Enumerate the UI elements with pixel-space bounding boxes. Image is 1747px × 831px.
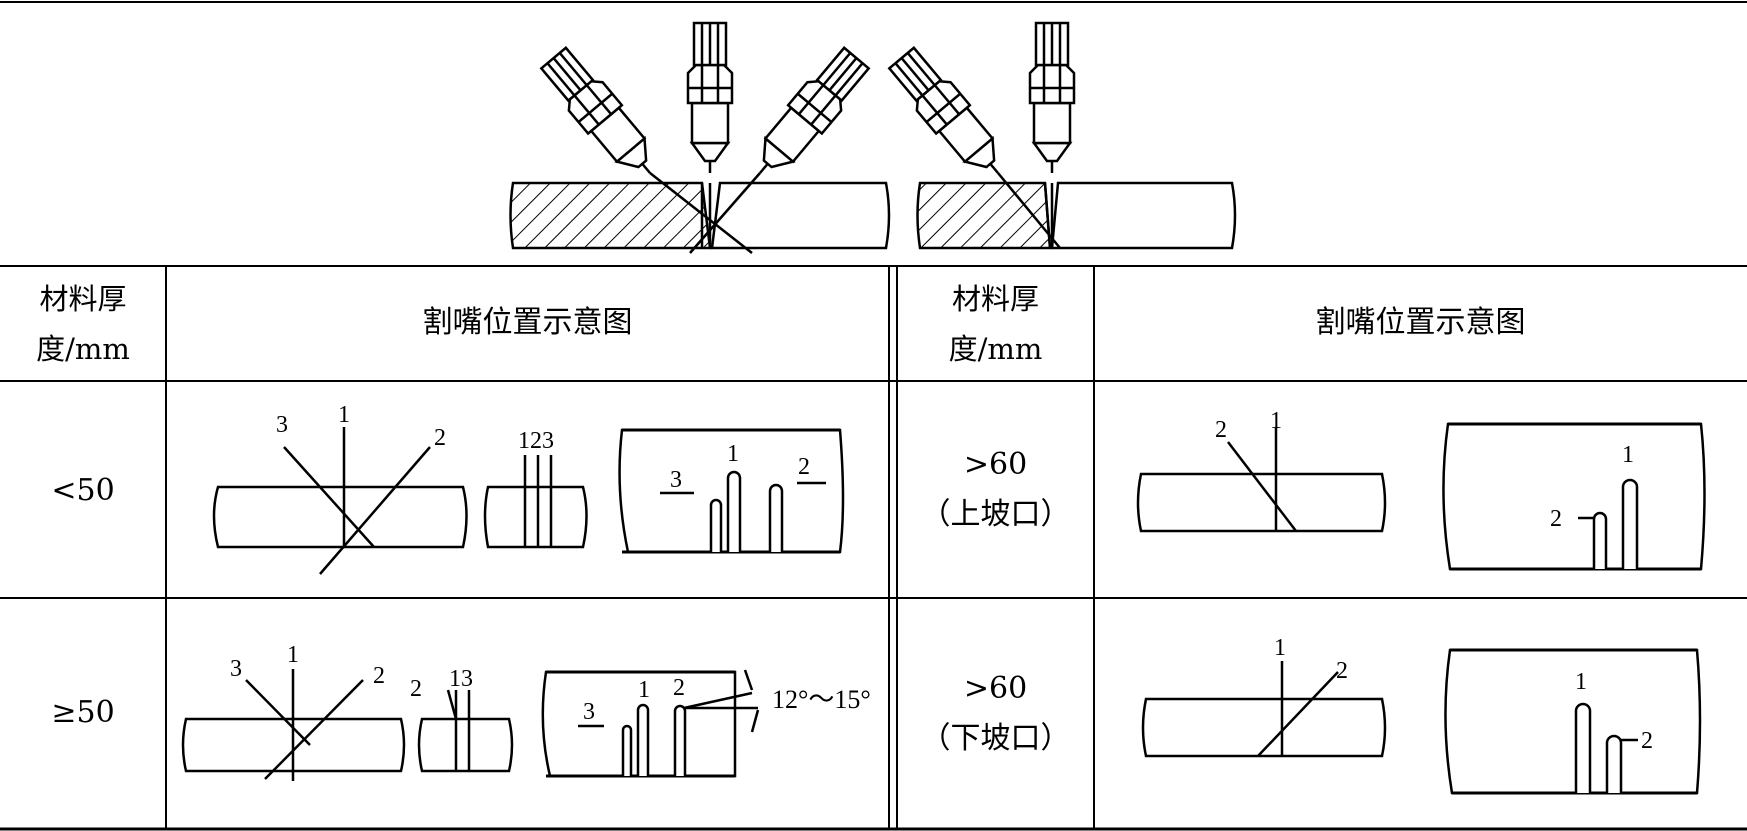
thickness-gt60-upper: >60 （上坡口） [897,440,1094,540]
header-diagram-right: 割嘴位置示意图 [1315,305,1526,340]
label-1: 1 [1575,669,1587,695]
label-2: 2 [1641,728,1653,754]
bevel-type: （下坡口） [920,721,1071,756]
label-1: 1 [1622,442,1634,468]
label-123: 123 [518,428,554,454]
thickness-ge50: ≥50 [51,695,115,730]
label-2: 2 [373,663,385,689]
bevel-type: （上坡口） [920,497,1071,532]
label-2: 2 [798,454,810,480]
header-thickness-left: 材料厚 度/mm [0,274,166,374]
plate-right [710,181,891,250]
thickness-lt50: <50 [51,473,115,508]
header-thickness-line2: 度/mm [36,332,130,366]
thickness-value: >60 [963,447,1028,482]
plate-left-hatched-2 [916,181,1052,250]
label-3: 3 [670,467,682,493]
label-13: 13 [449,666,473,692]
label-1: 1 [638,677,650,703]
label-2: 2 [673,675,685,701]
header-thickness-line1: 材料厚 [39,282,127,316]
header-diagram-left: 割嘴位置示意图 [422,305,633,340]
label-1: 1 [1270,408,1282,434]
plate-left-hatched [509,181,712,250]
label-2: 2 [1215,417,1227,443]
label-angle: 12°～15° [772,685,871,714]
thickness-value: >60 [963,671,1028,706]
label-2: 2 [434,425,446,451]
header-thickness-line2: 度/mm [948,332,1043,366]
label-2: 2 [1550,506,1562,532]
header-thickness-right: 材料厚 度/mm [897,274,1094,374]
label-3: 3 [276,412,288,438]
label-3: 3 [230,656,242,682]
label-2: 2 [1336,658,1348,684]
label-1: 1 [727,441,739,467]
plate-right-2 [1050,181,1237,250]
label-1: 1 [287,642,299,668]
torch-illustration [509,21,1237,254]
label-1: 1 [338,402,350,428]
label-1: 1 [1274,635,1286,661]
label-2: 2 [410,676,422,702]
label-3: 3 [583,699,595,725]
thickness-gt60-lower: >60 （下坡口） [897,664,1094,764]
header-thickness-line1: 材料厚 [951,282,1039,316]
